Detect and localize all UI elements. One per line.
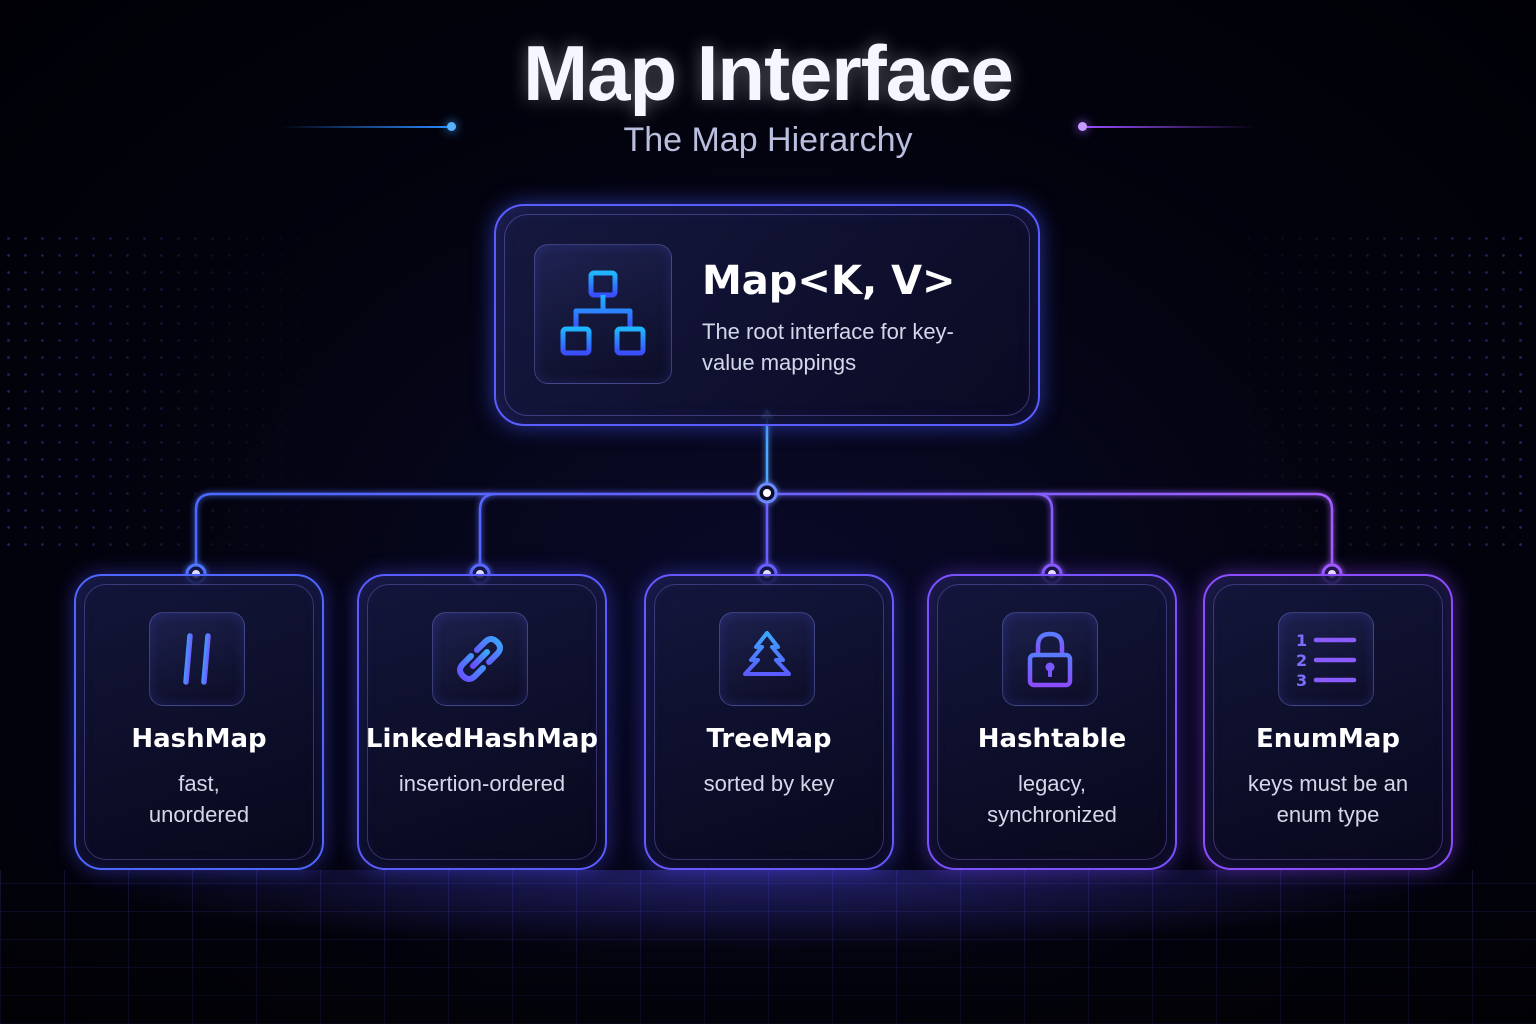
card-linkedhashmap[interactable]: LinkedHashMap insertion-ordered (357, 574, 607, 870)
root-interface-card[interactable]: Map<K, V> The root interface for key-val… (494, 204, 1040, 426)
card-linkedhashmap-description: insertion-ordered (398, 771, 566, 796)
hierarchy-icon (560, 270, 646, 356)
background-dots-right (1206, 230, 1536, 550)
card-hashtable-description: legacy, synchronized (987, 771, 1117, 827)
card-treemap-icon-frame (719, 612, 815, 706)
card-hashmap-icon-frame (149, 612, 245, 706)
subtitle-decoration-line-right (1086, 126, 1256, 128)
page-subtitle: The Map Hierarchy (623, 121, 913, 159)
connector-branch-linkedhashmap (478, 492, 497, 573)
card-hashmap-description: fast, unordered (148, 771, 250, 827)
svg-text:3: 3 (1296, 671, 1307, 688)
svg-text:1: 1 (1296, 631, 1307, 650)
card-hashtable[interactable]: Hashtable legacy, synchronized (927, 574, 1177, 870)
subtitle-decoration-dot-left (447, 122, 456, 131)
card-hashtable-name: Hashtable (977, 724, 1127, 754)
link-icon (457, 636, 503, 682)
card-enummap-name: EnumMap (1256, 724, 1400, 754)
card-hashmap-name: HashMap (131, 724, 267, 754)
card-enummap-icon-frame: 1 2 3 (1278, 612, 1374, 706)
background-floor-glow (60, 870, 1476, 950)
hash-icon (170, 633, 223, 685)
lock-icon (1027, 631, 1073, 688)
subtitle-decoration-dot-right (1078, 122, 1087, 131)
page-title: Map Interface (523, 29, 1014, 117)
card-treemap-description: sorted by key (703, 771, 835, 796)
root-icon-frame (534, 244, 672, 384)
card-linkedhashmap-name: LinkedHashMap (365, 724, 599, 754)
card-treemap[interactable]: TreeMap sorted by key (644, 574, 894, 870)
card-treemap-name: TreeMap (706, 724, 832, 754)
card-hashmap[interactable]: HashMap fast, unordered (74, 574, 324, 870)
subtitle-decoration-line-left (280, 126, 450, 128)
root-interface-description: The root interface for key-value mapping… (702, 319, 954, 375)
card-hashtable-icon-frame (1002, 612, 1098, 706)
connector-bus (194, 492, 1334, 573)
background-floor-grid (0, 870, 1536, 1024)
card-linkedhashmap-icon-frame (432, 612, 528, 706)
root-interface-name: Map<K, V> (702, 258, 956, 304)
svg-text:2: 2 (1296, 651, 1307, 670)
connector-branch-hashtable (1035, 492, 1054, 573)
numbered-list-icon: 1 2 3 (1296, 631, 1357, 688)
tree-icon (743, 631, 791, 686)
background-dots-left (0, 230, 330, 550)
card-enummap[interactable]: 1 2 3 EnumMap keys must be an enum type (1203, 574, 1453, 870)
card-enummap-description: keys must be an enum type (1247, 771, 1409, 827)
